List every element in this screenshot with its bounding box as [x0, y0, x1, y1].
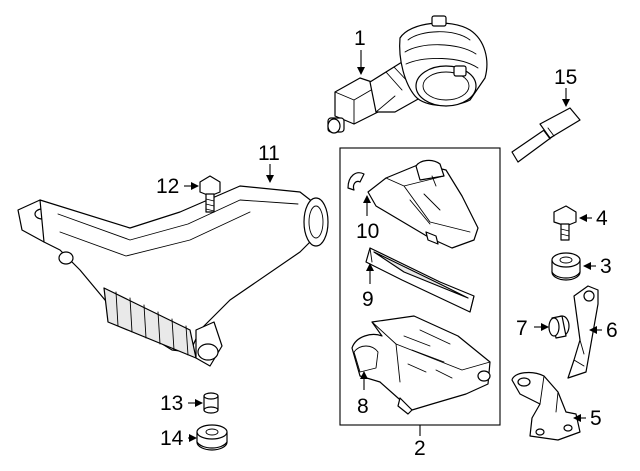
- part-6-bracket[interactable]: [567, 285, 599, 379]
- part-15-clamp[interactable]: [511, 107, 581, 163]
- callout-2: 2: [414, 437, 426, 460]
- callout-9: 9: [362, 288, 374, 311]
- callout-13: 13: [160, 392, 183, 415]
- part-3-grommet[interactable]: [551, 252, 581, 281]
- part-10-upper-cover[interactable]: [347, 159, 479, 249]
- part-7-grommet[interactable]: [548, 315, 570, 339]
- callout-3: 3: [600, 255, 612, 278]
- part-13-collar[interactable]: [203, 392, 219, 414]
- callout-8: 8: [357, 395, 369, 418]
- part-11-air-inlet-duct[interactable]: [17, 185, 329, 367]
- part-5-bracket[interactable]: [511, 371, 581, 441]
- part-12-bolt[interactable]: [199, 175, 221, 213]
- callout-14: 14: [160, 427, 184, 450]
- callout-11: 11: [258, 142, 280, 165]
- part-1-mass-air-flow-sensor[interactable]: [327, 15, 488, 134]
- callout-5: 5: [590, 407, 602, 430]
- callout-12: 12: [156, 175, 179, 198]
- callout-labels: 1 15 11 12 10 9 8 2 4 3 7 6 5 13 14: [156, 27, 618, 460]
- part-14-grommet[interactable]: [196, 424, 228, 451]
- callout-7: 7: [516, 317, 528, 340]
- part-4-bolt[interactable]: [553, 205, 577, 241]
- callout-1: 1: [354, 27, 366, 50]
- callout-15: 15: [554, 66, 577, 89]
- callout-10: 10: [356, 220, 379, 243]
- part-8-lower-housing[interactable]: [351, 315, 491, 415]
- leader-lines: [184, 50, 602, 442]
- callout-4: 4: [596, 207, 608, 230]
- callout-6: 6: [606, 319, 618, 342]
- part-9-air-filter-element[interactable]: [365, 247, 475, 313]
